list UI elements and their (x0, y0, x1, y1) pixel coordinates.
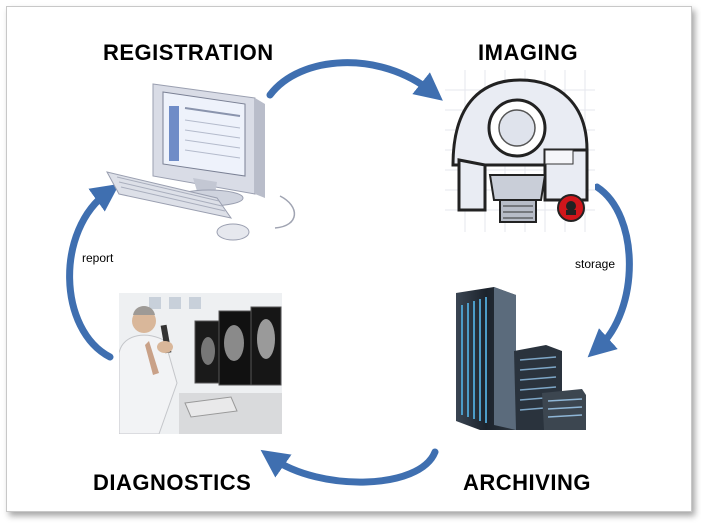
arrow-diagnostics-to-registration (66, 183, 120, 361)
arrow-archiving-to-diagnostics (260, 448, 439, 486)
mri-scanner-icon (445, 70, 595, 232)
computer-workstation-icon (106, 83, 296, 241)
server-racks-icon (456, 287, 586, 430)
report-label: report (82, 251, 114, 265)
registration-label: REGISTRATION (103, 40, 274, 65)
archiving-label: ARCHIVING (463, 470, 591, 495)
arrow-registration-to-imaging (266, 59, 443, 101)
imaging-label: IMAGING (478, 40, 579, 65)
arrow-imaging-to-archiving (587, 183, 633, 358)
storage-label: storage (575, 257, 616, 271)
diagnostics-label: DIAGNOSTICS (93, 470, 252, 495)
radiologist-workstation-photo (119, 293, 282, 434)
